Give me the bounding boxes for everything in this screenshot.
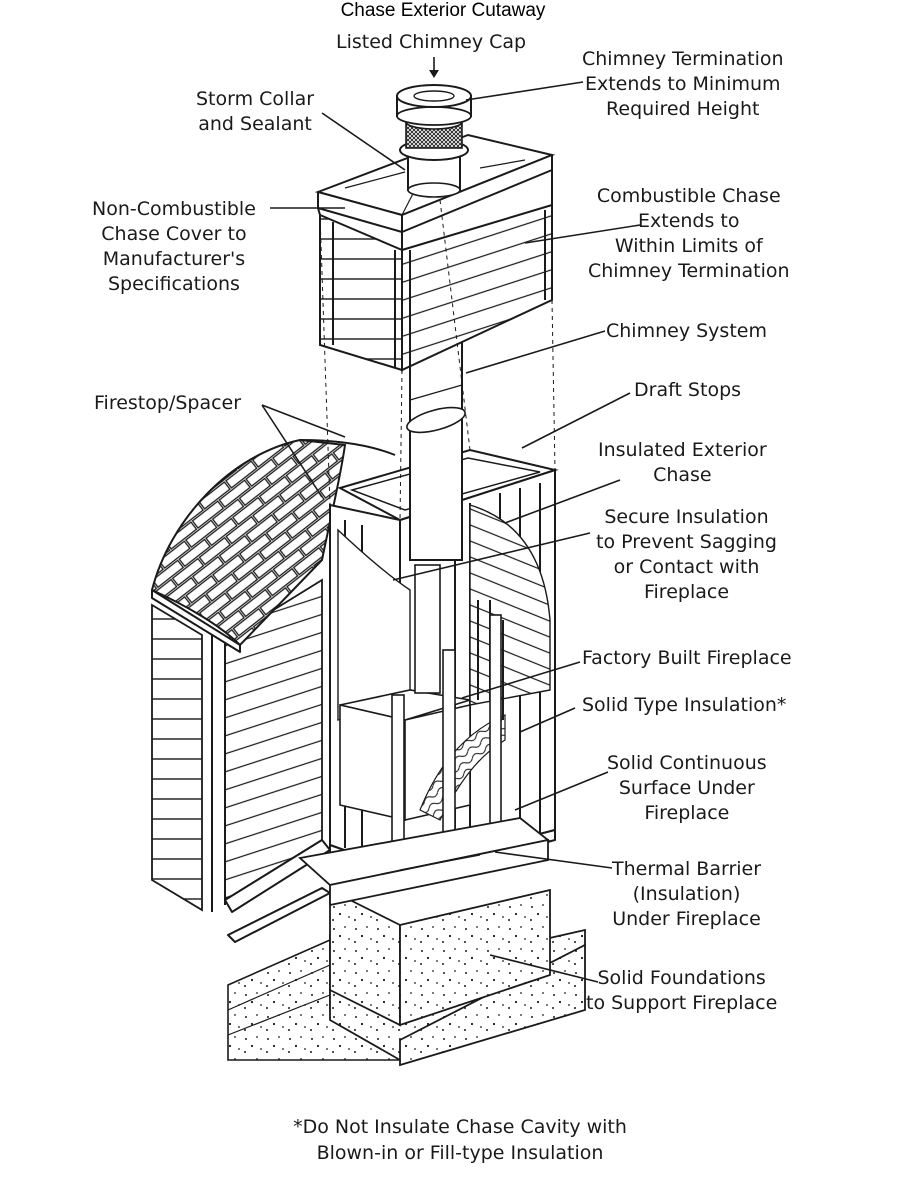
leader-lines (261, 57, 641, 983)
diagram-title: Chase Exterior Cutaway (340, 0, 546, 21)
label-secure-insulation: Secure Insulation to Prevent Sagging or … (596, 506, 777, 603)
label-chase-cover: Non-Combustible Chase Cover to Manufactu… (92, 198, 256, 295)
label-solid-insulation: Solid Type Insulation* (582, 694, 787, 716)
footnote: *Do Not Insulate Chase Cavity with Blown… (293, 1116, 627, 1164)
roof (150, 438, 396, 653)
label-chimney-termination: Chimney Termination Extends to Minimum R… (582, 48, 784, 120)
label-insulated-chase: Insulated Exterior Chase (598, 439, 767, 486)
label-solid-surface: Solid Continuous Surface Under Fireplace (607, 752, 767, 824)
label-firestop-spacer: Firestop/Spacer (94, 392, 242, 414)
projection-lines (319, 199, 556, 521)
upper-chase (319, 203, 553, 372)
label-factory-fireplace: Factory Built Fireplace (582, 647, 792, 669)
label-thermal-barrier: Thermal Barrier (Insulation) Under Firep… (612, 858, 762, 930)
label-combustible-chase: Combustible Chase Extends to Within Limi… (588, 185, 790, 282)
label-draft-stops: Draft Stops (634, 379, 742, 401)
chimney-pipe (406, 339, 466, 561)
label-storm-collar: Storm Collar and Sealant (196, 88, 315, 135)
chimney-termination (396, 84, 472, 198)
label-chimney-system: Chimney System (606, 320, 767, 342)
label-solid-foundations: Solid Foundations to Support Fireplace (586, 967, 778, 1014)
lower-chase (298, 448, 559, 907)
label-chimney-cap: Listed Chimney Cap (336, 31, 527, 53)
